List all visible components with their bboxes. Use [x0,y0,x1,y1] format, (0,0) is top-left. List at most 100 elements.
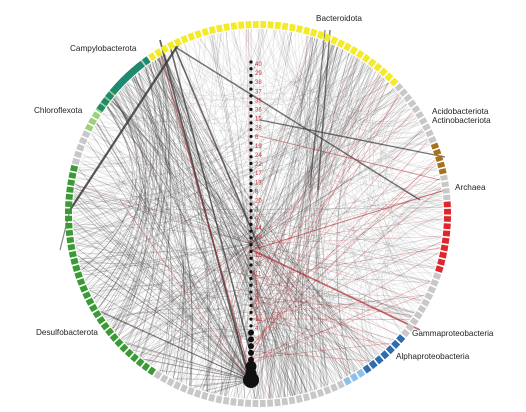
node-number: 40 [255,62,262,68]
bacteroidota-link [221,63,367,396]
faint-link [75,202,443,247]
faint-link [79,31,287,167]
faint-link [179,46,442,190]
bottom-hub-link [134,75,252,381]
faint-link [379,96,436,269]
desulfo-link [81,96,402,270]
bacteroidota-link [300,49,344,394]
faint-link [129,211,444,347]
faint-link [188,265,436,386]
faint-link [103,49,344,316]
hub-link [102,113,252,245]
ring-segment-bacteroidota [180,34,189,44]
faint-link [132,50,345,100]
faint-link [87,140,150,354]
desulfo-link [77,251,431,283]
campylo-link [143,68,307,393]
hub-link [126,83,252,245]
node-dot [249,94,253,98]
faint-link [311,36,440,249]
ring-segment-other [215,395,223,404]
bacteroidota-link [257,56,356,400]
desulfo-link [145,47,339,362]
bottom-hub-link [73,195,252,381]
faint-link [138,72,412,318]
bottom-hub-link [100,310,252,381]
desulfo-link [73,197,435,269]
desulfo-link [74,83,389,189]
ring-segment-campylobacterota [136,60,145,70]
node-dot [249,114,253,118]
node-dot [249,121,253,125]
bottom-hub-link [80,265,252,381]
faint-link [117,61,363,335]
campylo-link [110,101,148,336]
campylo-link [113,97,170,372]
ring-segment-desulfobacterota [68,172,77,179]
faint-link [377,287,424,330]
faint-link [343,70,376,367]
campylo-link [104,57,167,318]
faint-link [80,161,123,280]
faint-link [367,77,426,139]
faint-link [246,29,297,396]
ring-segment-bacteroidota [349,46,359,55]
ring-segment-other [323,386,332,395]
faint-link [228,31,425,134]
faint-link [134,75,443,202]
red-hub-link [250,163,437,344]
faint-link [72,88,138,219]
faint-link [206,36,423,299]
faint-link [100,116,328,386]
bottom-hub-link [203,379,252,392]
ring-segment-other [166,377,175,387]
faint-link [246,192,442,399]
faint-link [108,72,156,120]
faint-link [247,29,381,93]
faint-link [88,140,192,387]
faint-link [199,38,435,270]
bottom-hub-link [87,141,252,381]
bottom-hub-link [173,378,252,381]
ring-segment-gammaproteobacteria [362,364,372,374]
faint-link [118,92,316,391]
faint-link [73,154,119,199]
faint-link [257,28,315,391]
faint-link [95,29,241,128]
faint-link [75,245,123,294]
campylo-link [128,81,374,359]
node-dot [249,256,253,260]
node-dot [249,87,253,91]
hub-link [250,243,348,377]
bacteroidota-link [255,45,335,400]
campylo-link [132,77,193,386]
campylo-link [140,70,296,396]
faint-link [74,158,435,240]
desulfo-link [88,178,440,289]
red-hub-link [250,295,413,316]
bacteroidota-link [283,48,342,398]
ring-segment-acidobacteriota [437,161,446,169]
label-campylobacterota: Campylobacterota [70,44,137,53]
desulfo-link [75,184,379,355]
faint-link [292,350,326,396]
red-link [159,51,253,381]
node-number: 15 [255,117,262,123]
desulfo-link [106,308,370,362]
campylo-link [118,61,167,337]
bacteroidota-link [277,47,341,398]
faint-link [120,101,406,339]
desulfo-link [90,281,415,314]
ring-segment-bacteroidota [281,22,289,31]
ring-segment-alphaproteobacteria [356,368,366,378]
ring-segment-bacteroidota [245,21,252,29]
faint-link [261,28,419,125]
taxon-ring [65,20,451,407]
hub-link [74,190,252,245]
faint-link [80,29,276,267]
ring-segment-desulfobacterota [67,179,76,186]
desulfo-link [73,97,402,221]
faint-link [126,83,371,362]
faint-link [255,352,322,400]
red-hub-link [250,178,440,314]
